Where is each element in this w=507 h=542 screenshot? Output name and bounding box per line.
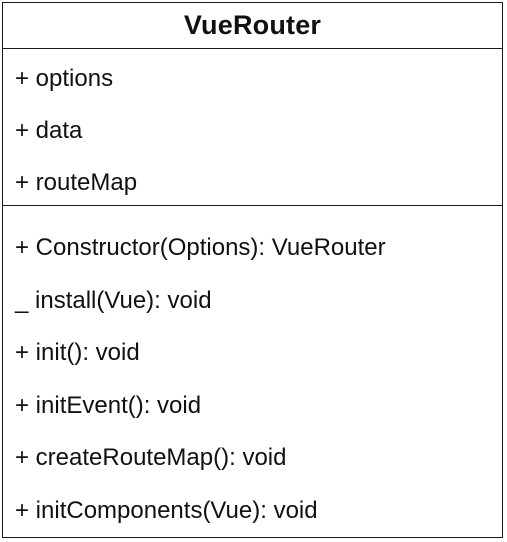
- uml-class-box: VueRouter + options + data + routeMap + …: [2, 2, 503, 538]
- attributes-compartment: + options + data + routeMap: [3, 49, 502, 206]
- attribute-route-map: + routeMap: [15, 169, 138, 196]
- attribute-data: + data: [15, 117, 83, 144]
- attribute-options: + options: [15, 65, 114, 92]
- method-init-event: + initEvent(): void: [15, 391, 202, 419]
- method-constructor: + Constructor(Options): VueRouter: [15, 234, 386, 261]
- method-init-components: + initComponents(Vue): void: [15, 496, 318, 524]
- method-install: _ install(Vue): void: [15, 286, 212, 314]
- methods-compartment: + Constructor(Options): VueRouter _ inst…: [3, 206, 502, 537]
- method-create-route-map: + createRouteMap(): void: [15, 444, 287, 471]
- class-header: VueRouter: [3, 3, 502, 49]
- method-init: + init(): void: [15, 339, 140, 366]
- class-name: VueRouter: [183, 10, 322, 40]
